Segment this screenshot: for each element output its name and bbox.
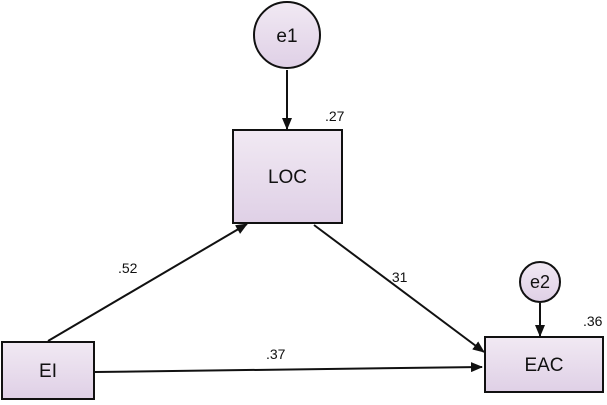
arrow-ei-to-loc [47,223,248,342]
node-loc: LOC .27 [232,108,345,224]
node-eac: EAC .36 [484,313,604,393]
node-e1-label: e1 [276,26,297,47]
node-eac-box [484,336,604,393]
node-ei-box [1,341,95,400]
arrow-ei-to-eac [94,362,483,373]
node-e1-circle [253,1,321,69]
coef-ei-loc: .52 [118,260,138,276]
arrow-loc-to-eac [313,224,485,353]
loc-r-squared: .27 [325,108,345,124]
coef-ei-eac: .37 [266,346,286,362]
node-eac-label: EAC [524,355,563,376]
node-e2: e2 [519,261,561,303]
node-e2-label: e2 [530,272,550,292]
node-ei-label: EI [39,361,57,382]
node-loc-box [232,129,343,224]
eac-r-squared: .36 [583,313,603,329]
coef-loc-eac: .31 [388,269,408,285]
node-e1: e1 [253,1,321,69]
node-e2-circle [519,261,561,303]
node-loc-label: LOC [268,167,307,188]
node-ei: EI [1,341,95,400]
